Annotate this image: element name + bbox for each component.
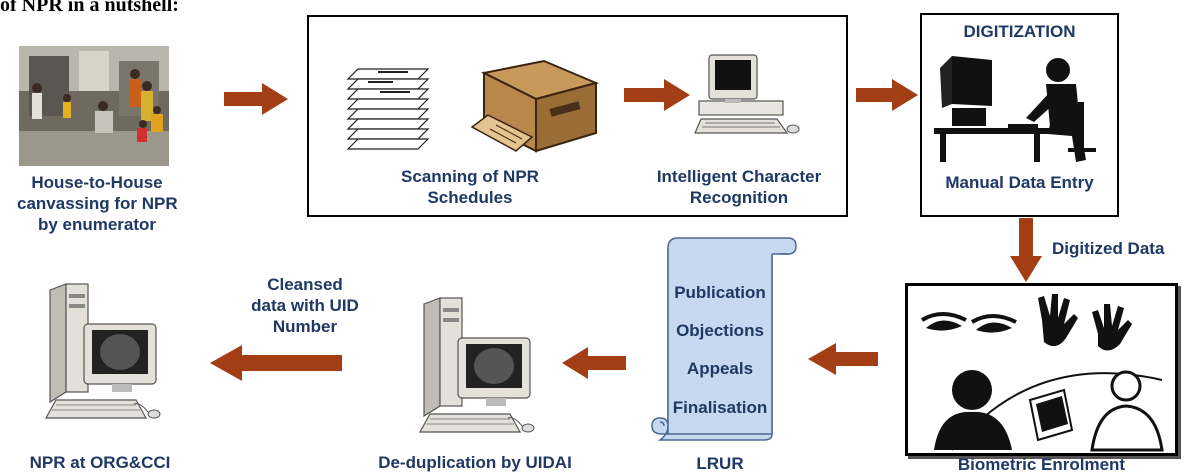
canvassing-label: House-to-House canvassing for NPR by enu…: [17, 172, 178, 235]
computer-icon: [694, 54, 800, 134]
icr-label-line-1: Intelligent Character: [656, 167, 822, 186]
scroll-item-appeals: Appeals: [686, 359, 754, 378]
scanning-label-line-1: Scanning of NPR: [401, 167, 539, 186]
digitization-title: DIGITIZATION: [963, 22, 1076, 41]
scroll-item-objections: Objections: [676, 321, 764, 340]
biometric-label: Biometric Enrolment: [957, 455, 1126, 474]
lrur-label: LRUR: [696, 454, 744, 473]
cleansed-label-line-1: Cleansed: [267, 275, 343, 294]
scanning-label: Scanning of NPR Schedules: [370, 166, 570, 208]
arrow-left-2: [562, 347, 626, 379]
icr-label-line-2: Recognition: [689, 188, 789, 207]
arrow-left-3: [210, 345, 342, 381]
digitized-data-label: Digitized Data: [1052, 239, 1165, 258]
scroll-item-finalisation: Finalisation: [672, 398, 768, 417]
arrow-right-1: [224, 83, 288, 115]
npr-org-label: NPR at ORG&CCI: [29, 453, 171, 472]
icr-label: Intelligent Character Recognition: [622, 166, 856, 208]
canvassing-label-line-1: House-to-House: [31, 173, 163, 192]
arrow-right-2: [624, 79, 690, 111]
dedup-label: De-duplication by UIDAI: [378, 453, 572, 472]
biometric-enrolment-icon: [920, 294, 1164, 452]
dedup-computer-icon: [418, 297, 535, 433]
header-text: of NPR in a nutshell:: [0, 0, 179, 16]
arrow-right-3: [856, 79, 918, 111]
npr-computer-icon: [44, 283, 161, 419]
arrow-left-1: [808, 343, 878, 375]
cleansed-label-line-3: Number: [272, 317, 338, 336]
paper-stack-icon: [346, 68, 430, 150]
canvassing-photo: [19, 46, 169, 166]
data-entry-operator-icon: [934, 56, 1096, 162]
cleansed-label-line-2: data with UID: [251, 296, 359, 315]
manual-data-entry-label: Manual Data Entry: [945, 173, 1094, 192]
cleansed-label: Cleansed data with UID Number: [230, 274, 380, 337]
scanning-label-line-2: Schedules: [427, 188, 513, 207]
scroll-icon: [651, 237, 797, 441]
canvassing-label-line-2: canvassing for NPR: [17, 194, 178, 213]
scanner-icon: [470, 59, 600, 153]
canvassing-label-line-3: by enumerator: [37, 215, 157, 234]
scroll-item-publication: Publication: [674, 283, 766, 302]
arrow-down: [1010, 218, 1042, 282]
